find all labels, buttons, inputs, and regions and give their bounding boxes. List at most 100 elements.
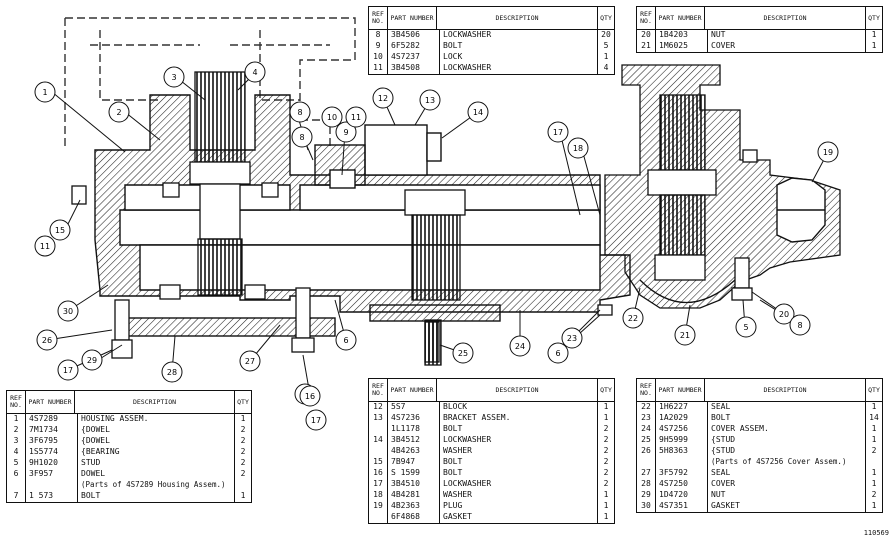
callout-circle [291,126,313,148]
callout-23: 23 [561,327,583,349]
part-number-cell: 1L1178 [388,424,440,435]
part-number-cell: 4B4263 [388,446,440,457]
part-number-cell: 6F5282 [388,41,440,52]
callout-2: 2 [108,101,130,123]
part-number-cell: 4S7250 [656,479,708,490]
callout-label: 17 [311,416,321,425]
plug [776,177,826,243]
part-number-header: PART NUMBER [26,391,75,413]
part-number-cell: 6F4868 [388,512,440,523]
description-cell: STUD [78,458,235,469]
callout-15: 15 [49,219,71,241]
callout-label: 3 [171,73,176,82]
callout-label: 24 [515,342,525,351]
description-cell: BOLT [708,413,866,424]
ref-no-cell: 12 [369,402,388,413]
part-number-cell: 1B4203 [656,30,708,41]
qty-cell: 2 [240,458,246,467]
ref-no-cell: 6 [7,469,26,480]
callout-label: 8 [797,321,802,330]
callout-circle [674,324,696,346]
description-cell: SEAL [708,468,866,479]
table-row: (Parts of 4S7256 Cover Assem.) [637,457,882,468]
part-number-cell: 4S7351 [656,501,708,512]
callout-16: 16 [299,385,321,407]
callout-29: 29 [81,349,103,371]
ref-no-cell: 16 [369,468,388,479]
description-cell: WASHER [440,446,598,457]
part-number-cell: 4S7256 [656,424,708,435]
description-cell: COVER [708,479,866,490]
description-cell: COVER [708,41,866,52]
part-number-cell: 1A2029 [656,413,708,424]
ref-no-header: REF NO. [7,391,26,413]
callout-circle [467,101,489,123]
ref-no-cell: 29 [637,490,656,501]
part-number-cell: 5S7 [388,402,440,413]
part-number-cell: 4S7289 [26,414,78,425]
description-cell: WASHER [440,490,598,501]
callout-26: 26 [36,329,58,351]
callout-circle [817,141,839,163]
description-cell: NUT [708,490,866,501]
part-number-cell: 4B4281 [388,490,440,501]
description-cell: {STUD [708,435,866,446]
description-cell: BOLT [440,424,598,435]
callout-circle [321,106,343,128]
callout-label: 14 [473,108,483,117]
ref-no-cell: 9 [369,41,388,52]
callout-label: 27 [245,357,255,366]
part-number-cell: 3F6795 [26,436,78,447]
description-cell: SEAL [708,402,866,413]
ref-no-cell: 21 [637,41,656,52]
part-number-cell [656,457,708,468]
callout-circle [161,361,183,383]
callout-label: 22 [628,314,638,323]
part-number-cell: 1 573 [26,491,78,502]
part-number-cell: 3F957 [26,469,78,480]
callout-14: 14 [467,101,489,123]
ref-no-cell: 2 [7,425,26,436]
qty-cell: 2 [603,457,609,466]
callout-circle [163,66,185,88]
ref-no-cell: 22 [637,402,656,413]
part-number-cell: 1S5774 [26,447,78,458]
qty-cell: 1 [603,413,609,422]
part-number-cell: 9H5999 [656,435,708,446]
description-header: DESCRIPTION [75,391,235,413]
ref-no-cell: 13 [369,413,388,424]
qty-cell: 1 [871,479,877,488]
callout-11: 11 [34,235,56,257]
description-header: DESCRIPTION [705,379,866,401]
ref-no-cell: 24 [637,424,656,435]
callout-label: 6 [343,336,348,345]
callout-circle [547,121,569,143]
callout-label: 28 [167,368,177,377]
description-cell: LOCKWASHER [440,30,598,41]
qty-header: QTY [237,397,249,406]
callout-label: 12 [378,94,388,103]
part-number-cell: S 1599 [388,468,440,479]
ref-no-cell: 4 [7,447,26,458]
qty-cell: 1 [871,402,877,411]
callout-28: 28 [161,361,183,383]
part-number-cell: 3B4510 [388,479,440,490]
part-number-cell: 3B4508 [388,63,440,74]
part-number-cell: 7B947 [388,457,440,468]
